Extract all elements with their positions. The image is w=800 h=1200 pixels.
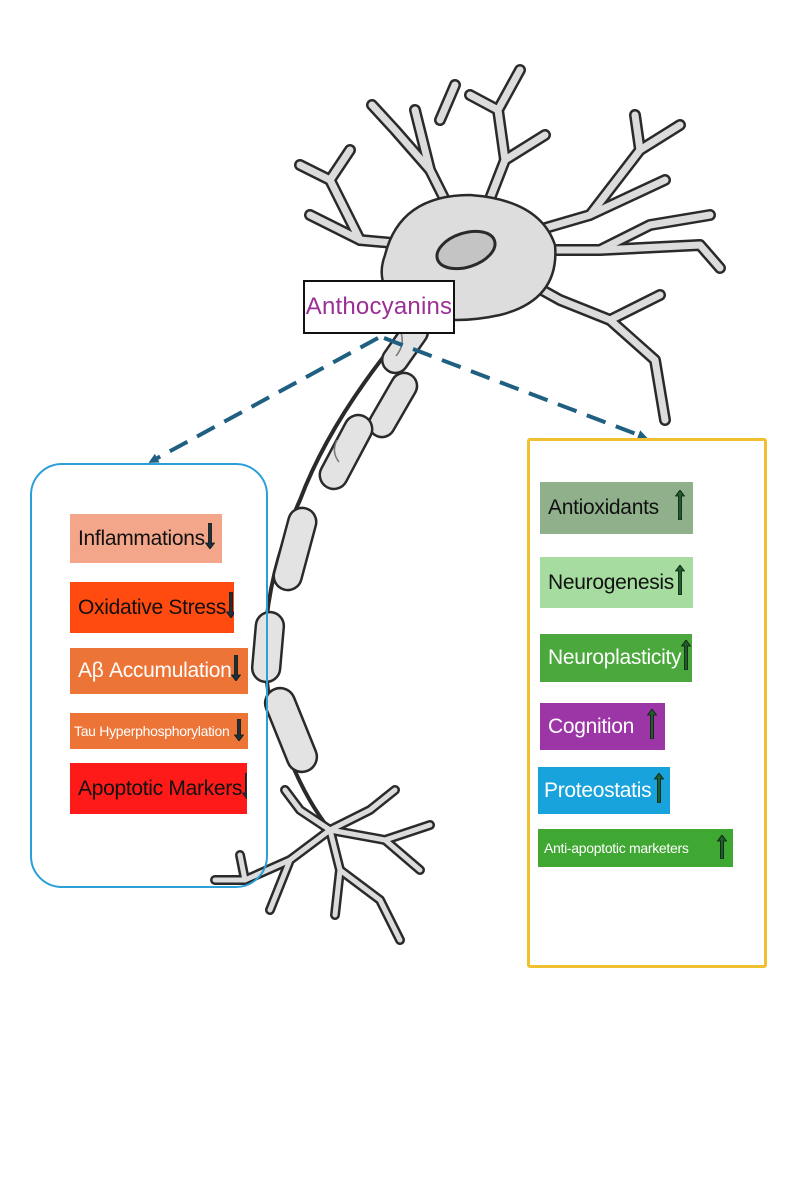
effect-label: Neurogenesis	[548, 570, 674, 594]
effect-label: Anti-apoptotic marketers	[544, 840, 689, 856]
effect-box-oxidative-stress: Oxidative Stress	[70, 582, 234, 633]
arrow-to-increased	[383, 336, 648, 440]
effect-label: Neuroplasticity	[548, 646, 682, 669]
effect-label: Cognition	[548, 714, 635, 738]
up-arrow-icon	[674, 563, 686, 601]
nucleus	[435, 229, 497, 271]
effect-label: Oxidative Stress	[78, 595, 227, 619]
effect-box-antioxidants: Antioxidants	[540, 482, 693, 534]
axon	[250, 317, 430, 832]
effect-label: Apoptotic Markers	[78, 776, 243, 800]
effect-label: Antioxidants	[548, 496, 659, 519]
anthocyanins-label: Anthocyanins	[303, 280, 455, 334]
effect-box-cognition: Cognition	[540, 703, 665, 750]
down-arrow-icon	[225, 591, 234, 624]
effect-box-anti-apoptotic-marketers: Anti-apoptotic marketers	[538, 829, 733, 867]
effect-label: Tau Hyperphosphorylation	[74, 723, 230, 739]
axon-terminals	[210, 785, 435, 945]
down-arrow-icon	[231, 654, 242, 687]
up-arrow-icon	[680, 639, 692, 676]
effect-label: Proteostatis	[544, 778, 652, 802]
effect-box-abeta-accumulation: Aβ Accumulation	[70, 648, 248, 694]
up-arrow-icon	[653, 771, 665, 809]
effect-box-neuroplasticity: Neuroplasticity	[540, 634, 692, 682]
anthocyanins-text: Anthocyanins	[305, 293, 453, 320]
decreased-effects-panel	[30, 463, 268, 888]
myelin-sheath	[250, 317, 430, 774]
down-arrow-icon	[204, 522, 216, 555]
down-arrow-icon	[233, 718, 245, 744]
up-arrow-icon	[716, 833, 728, 862]
effect-box-proteostatis: Proteostatis	[538, 767, 670, 814]
down-arrow-icon	[241, 772, 247, 805]
effect-label: Inflammations	[78, 526, 205, 550]
effect-box-inflammations: Inflammations	[70, 514, 222, 563]
effect-box-apoptotic-markers: Apoptotic Markers	[70, 763, 247, 814]
increased-effects-panel	[527, 438, 767, 968]
effect-label: Aβ Accumulation	[78, 659, 232, 682]
up-arrow-icon	[674, 489, 686, 526]
up-arrow-icon	[646, 707, 658, 745]
effect-box-neurogenesis: Neurogenesis	[540, 557, 693, 608]
effect-box-tau-hyperphosphorylation: Tau Hyperphosphorylation	[70, 713, 248, 749]
arrow-to-decreased	[148, 336, 379, 463]
